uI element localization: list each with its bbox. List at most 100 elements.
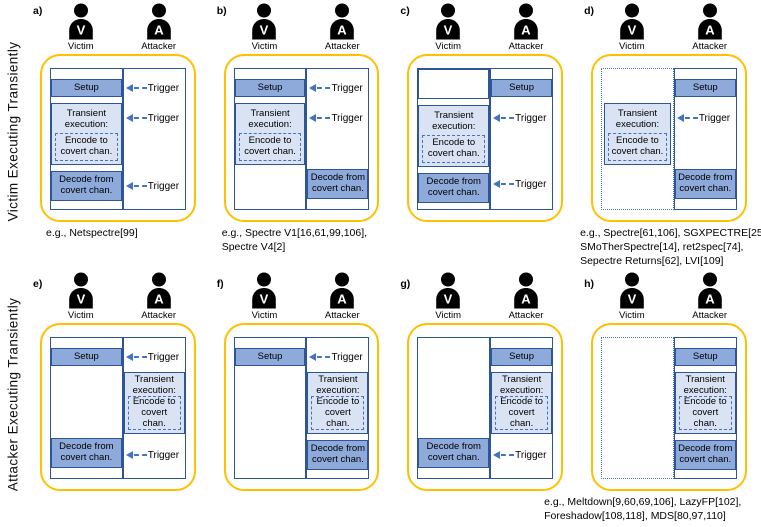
attacker-icon-letter: A (705, 23, 715, 38)
trigger-label: Trigger (147, 112, 180, 124)
trigger-dash-icon (317, 87, 331, 89)
trigger-arrow-icon (493, 180, 501, 188)
trigger-arrow-icon (309, 353, 317, 361)
trigger-label: Trigger (147, 82, 180, 94)
panel-caption: e.g., Spectre V1[16,61,99,106], Spectre … (221, 227, 368, 253)
transient-execution-box: Transient execution: Encode to covert cha… (604, 103, 671, 165)
trigger-dash-icon (133, 185, 147, 187)
attacker-icon: A (697, 3, 722, 40)
spacer (418, 468, 489, 478)
empty-space (491, 470, 552, 478)
encode-covert-box: Encode to covert chan. (678, 396, 732, 431)
empty-space (235, 165, 306, 209)
spacer (675, 199, 736, 209)
spacer (235, 338, 306, 348)
trigger-dash-icon (501, 183, 515, 185)
trigger-dash-icon (501, 117, 515, 119)
victim-icon-letter: V (627, 292, 636, 307)
victim-icon-letter: V (444, 292, 453, 307)
trigger-label: Trigger (331, 351, 363, 363)
transient-execution-box: Transient execution:Encode to covert cha… (491, 372, 553, 434)
trigger-indicator: Trigger (124, 171, 185, 201)
victim-icon-letter: V (260, 292, 269, 307)
trigger-dash-icon (317, 117, 331, 119)
attacker-icon: A (146, 3, 171, 40)
panel-caption: e.g., Netspectre[99] (46, 227, 138, 239)
decode-covert-box: Decode from covert chan. (418, 438, 490, 468)
empty-space (51, 366, 122, 438)
encode-covert-box: Encode to covert chan. (608, 133, 667, 161)
trigger-indicator: Trigger (124, 348, 185, 366)
victim-icon: V (68, 3, 93, 40)
trigger-arrow-icon (125, 84, 133, 92)
empty-box (418, 69, 490, 99)
decode-covert-box: Decode from covert chan. (51, 171, 122, 201)
spacer (675, 338, 736, 348)
transient-label: Transient execution: (248, 107, 292, 130)
trigger-arrow-icon (309, 84, 317, 92)
trigger-arrow-icon (125, 114, 133, 122)
attack-phase-box: Transient execution: Encode to covert cha… (591, 54, 747, 222)
trigger-arrow-icon (493, 451, 501, 459)
spacer (675, 69, 736, 79)
trigger-arrow-icon (125, 182, 133, 190)
person-name: Victim (251, 41, 278, 52)
spacer (51, 69, 122, 79)
victim-icon: V (436, 3, 460, 40)
trigger-arrow-icon (125, 451, 133, 459)
transient-label: Transient execution: (615, 107, 660, 130)
trigger-indicator: Trigger (675, 103, 736, 133)
attacker-icon: A (146, 272, 171, 309)
panel-letter: c) (400, 5, 410, 17)
panel-letter: h) (584, 278, 594, 290)
attacker-icon-letter: A (521, 23, 531, 38)
panel-letter: a) (33, 5, 43, 17)
spacer (51, 338, 122, 348)
person-name: Victim (618, 310, 645, 321)
row-label: Attacker Executing Transiently (0, 262, 26, 527)
empty-space (418, 338, 489, 438)
encode-covert-box: Encode to covert chan. (238, 133, 302, 161)
transient-label: Transient execution: (683, 374, 727, 396)
empty-space (491, 133, 552, 169)
transient-execution-box: Transient execution:Encode to covert cha… (123, 372, 185, 434)
panel-caption: e.g., Spectre[61,106], SGXPECTRE[25], SM… (580, 227, 761, 267)
victim-icon-letter: V (76, 23, 85, 38)
spacer (51, 468, 122, 478)
spacer (307, 69, 368, 79)
transient-label: Transient execution: (316, 374, 360, 396)
victim-icon: V (620, 272, 644, 309)
person-name: Attacker (141, 310, 177, 321)
person-name: Attacker (692, 41, 728, 52)
setup-box: Setup (491, 79, 553, 97)
attacker-icon-letter: A (338, 23, 348, 38)
trigger-label: Trigger (698, 112, 731, 124)
person-name: Attacker (508, 310, 544, 321)
empty-space (602, 165, 673, 209)
row-label-text: Victim Executing Transiently (5, 41, 21, 221)
panel-letter: b) (216, 5, 227, 17)
victim-icon: V (252, 3, 277, 40)
encode-covert-box: Encode to covert chan. (311, 396, 365, 431)
spacer (124, 133, 185, 165)
setup-box: Setup (491, 348, 553, 366)
row-label-text: Attacker Executing Transiently (5, 297, 21, 492)
